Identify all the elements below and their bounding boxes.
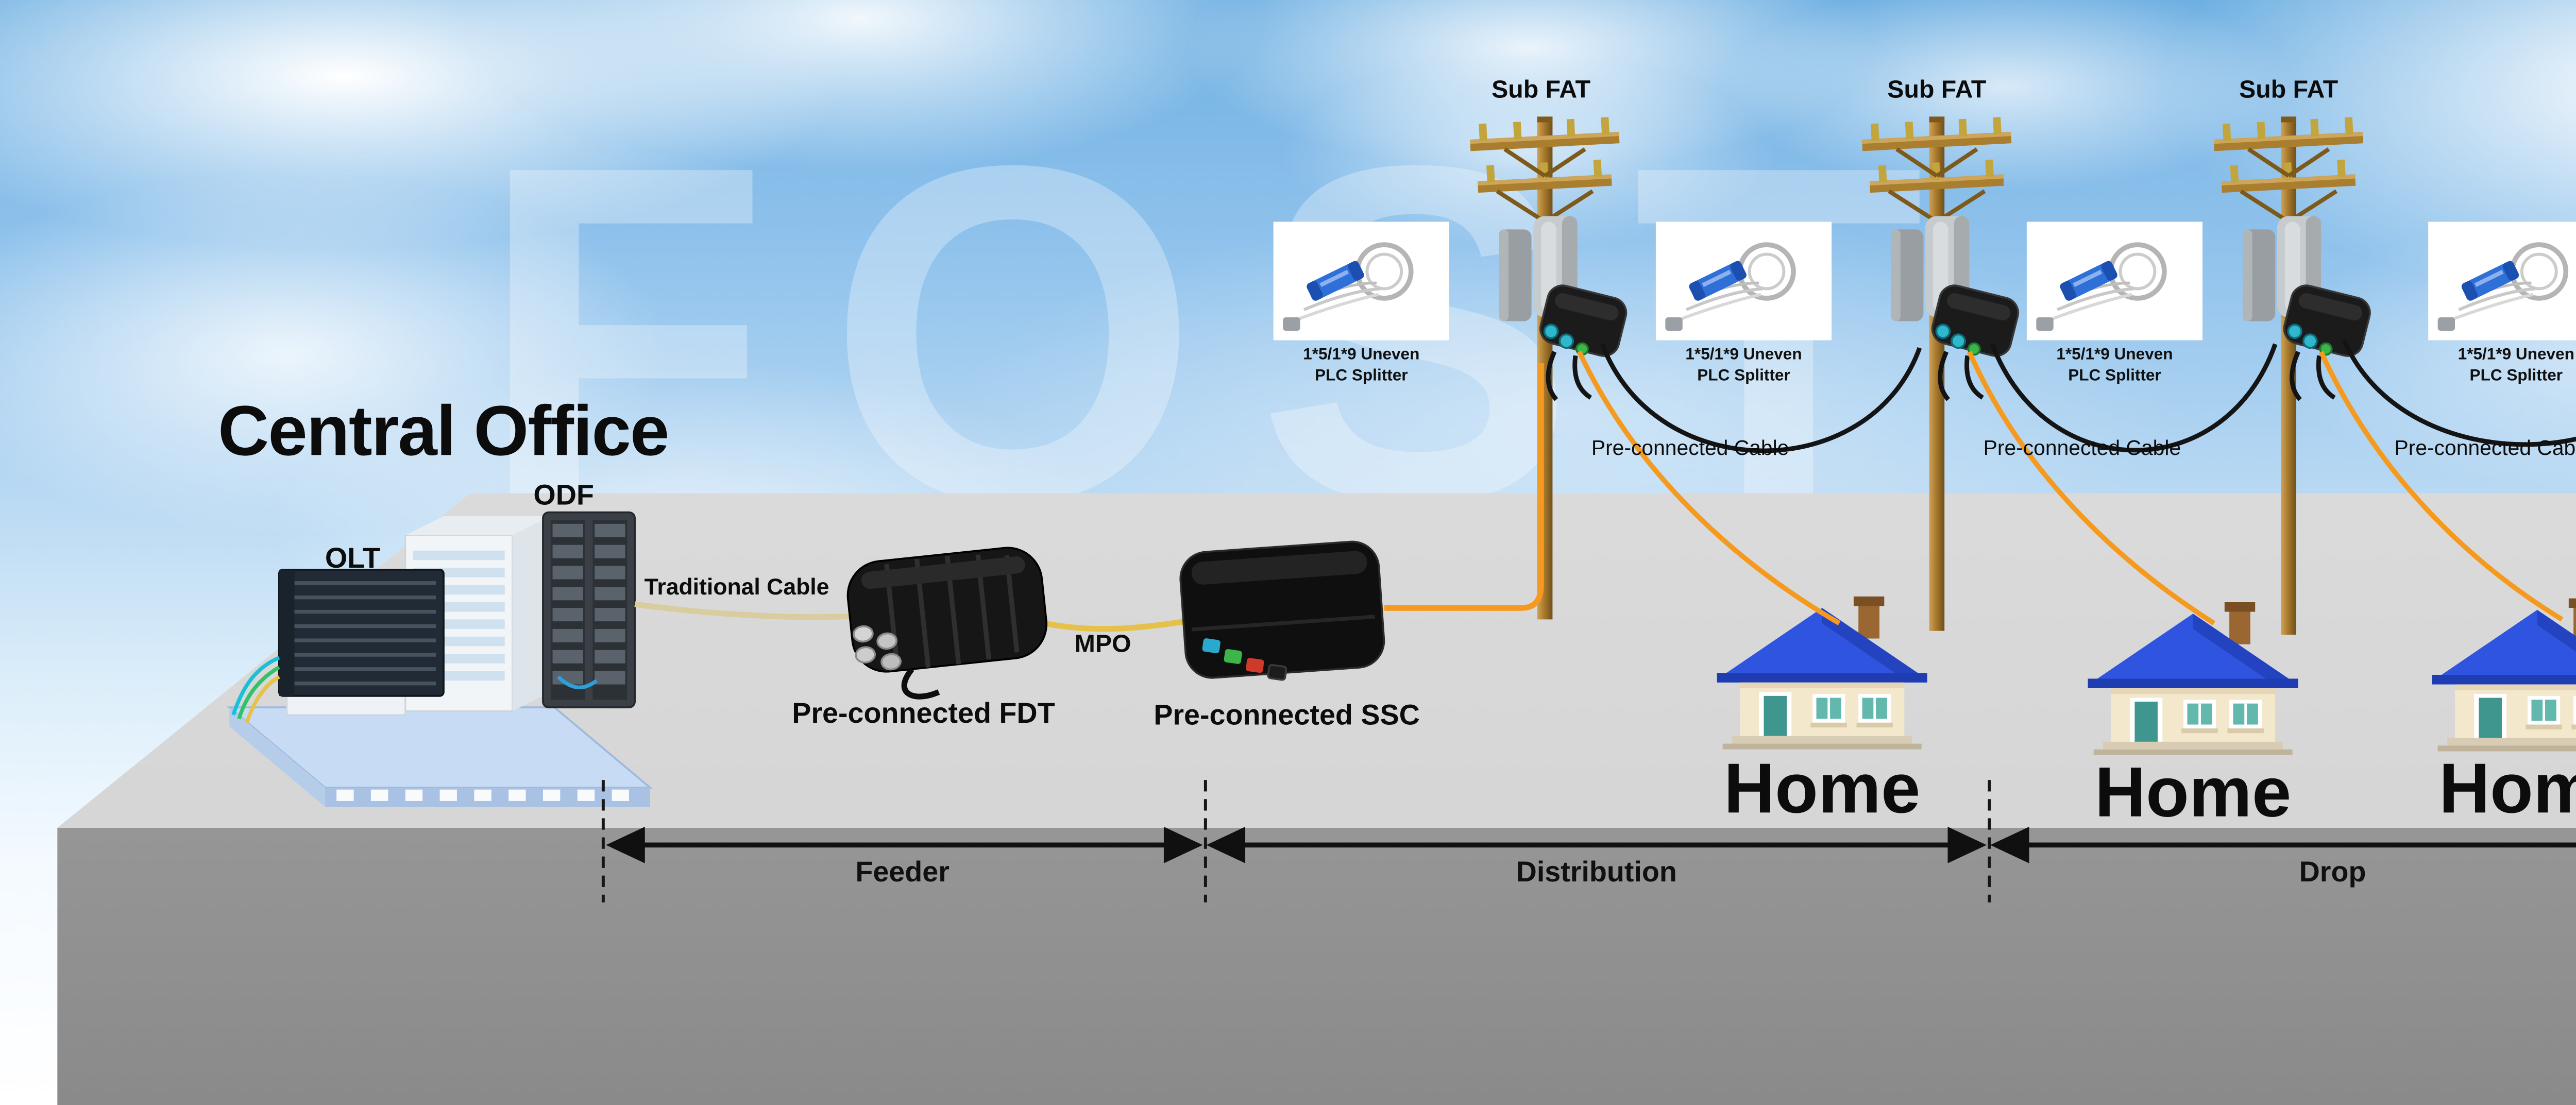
pole-1-fat-label: Sub FAT [1492, 74, 1591, 104]
orange-drop-cables [1577, 350, 2564, 625]
odf-label: ODF [533, 480, 594, 513]
home-label-3: Home [2438, 749, 2576, 828]
traditional-cable-line [634, 601, 865, 620]
fdt-device-icon [846, 547, 1048, 700]
cloud [1281, 57, 1778, 249]
pole-3-fat-label: Sub FAT [2239, 74, 2338, 104]
home-label-1: Home [1723, 749, 1921, 828]
feeder-segment-label: Feeder [855, 856, 950, 889]
ssc-device-icon [1179, 540, 1385, 681]
traditional-cable-label: Traditional Cable [644, 573, 829, 601]
fdt-label: Pre-connected FDT [792, 698, 1055, 730]
olt-label: OLT [325, 542, 381, 576]
mpo-cable-line [1043, 618, 1186, 632]
distribution-segment-label: Distribution [1516, 856, 1677, 889]
olt-rack-icon [231, 569, 445, 724]
orange-distribution-cable [1384, 363, 1544, 611]
odf-rack-icon [542, 511, 636, 708]
pole-2-fat-label: Sub FAT [1887, 74, 1987, 104]
span-cable-label-1: Pre-connected Cable [1591, 437, 1789, 461]
distribution-arrow [1206, 826, 1987, 863]
span-cable-label-2: Pre-connected Cable [1983, 437, 2181, 461]
ground-platform-front [57, 827, 2576, 1105]
home-label-2: Home [2094, 753, 2292, 832]
boundary-dashed-lines [601, 780, 1991, 903]
feeder-arrow [606, 826, 1203, 863]
mpo-label: MPO [1074, 628, 1131, 658]
pre-connected-span-cables [1600, 339, 2576, 453]
ssc-label: Pre-connected SSC [1154, 700, 1420, 733]
drop-segment-label: Drop [2299, 856, 2366, 889]
drop-arrow [1990, 826, 2576, 863]
span-cable-label-3: Pre-connected Cable [2394, 437, 2576, 461]
central-office-title: Central Office [218, 392, 669, 470]
central-office-illustration [227, 511, 653, 807]
